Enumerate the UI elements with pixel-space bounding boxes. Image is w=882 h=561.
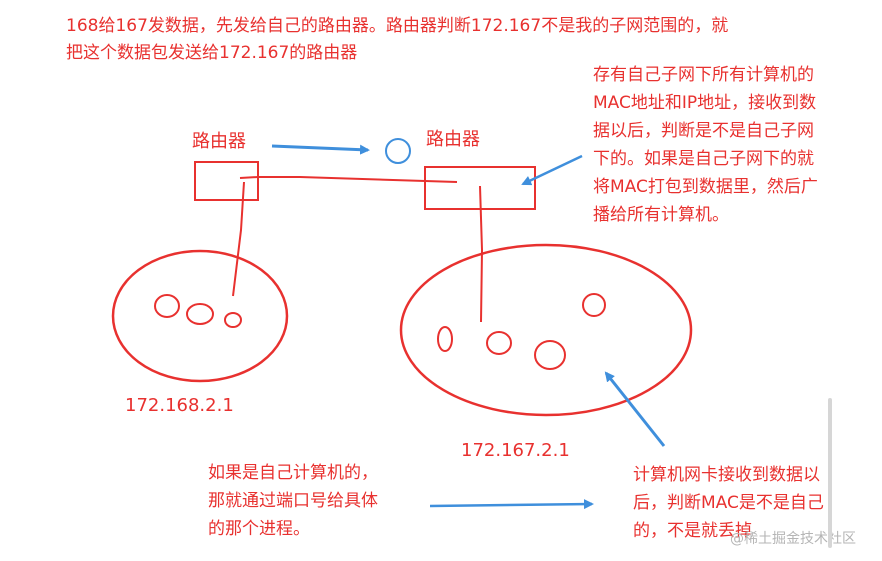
computer-node bbox=[186, 303, 214, 325]
arrow-to-router bbox=[271, 144, 370, 155]
data-packet-circle bbox=[385, 138, 411, 164]
nic-note-line: 后，判断MAC是不是自己 bbox=[633, 493, 824, 513]
arrow-port-to-nic bbox=[429, 499, 594, 510]
subnet-right-ellipse bbox=[399, 243, 693, 417]
watermark: @稀土掘金技术社区 bbox=[730, 531, 856, 547]
computer-node bbox=[486, 331, 512, 355]
scrollbar[interactable] bbox=[828, 398, 832, 548]
router-right-label: 路由器 bbox=[426, 129, 480, 150]
router-left-box bbox=[194, 161, 259, 201]
router-note-line: 存有自己子网下所有计算机的 bbox=[593, 65, 814, 85]
computer-node bbox=[534, 340, 566, 370]
port-note-line: 的那个进程。 bbox=[208, 519, 310, 539]
router-note-line: 播给所有计算机。 bbox=[593, 205, 729, 225]
computer-node bbox=[437, 326, 453, 352]
computer-node bbox=[224, 312, 242, 328]
subnet-right-ip: 172.167.2.1 bbox=[461, 440, 570, 461]
computer-node bbox=[582, 293, 606, 317]
header-text-line-1: 168给167发数据，先发给自己的路由器。路由器判断172.167不是我的子网范… bbox=[66, 16, 729, 36]
nic-note-line: 的，不是就丢掉 bbox=[633, 521, 752, 541]
router-note-line: 将MAC打包到数据里，然后广 bbox=[593, 177, 818, 197]
router-left-label: 路由器 bbox=[192, 131, 246, 152]
router-note-line: MAC地址和IP地址，接收到数 bbox=[593, 93, 817, 113]
header-text-line-2: 把这个数据包发送给172.167的路由器 bbox=[66, 43, 358, 63]
port-note-line: 那就通过端口号给具体 bbox=[208, 491, 378, 511]
nic-note-line: 计算机网卡接收到数据以 bbox=[633, 465, 820, 485]
subnet-left-ip: 172.168.2.1 bbox=[125, 395, 234, 416]
router-note-line: 据以后，判断是不是自己子网 bbox=[593, 121, 814, 141]
link-left-router-subnet bbox=[232, 181, 245, 297]
link-right-router-subnet bbox=[479, 185, 484, 323]
computer-node bbox=[154, 294, 180, 318]
router-link bbox=[239, 176, 458, 183]
subnet-left-ellipse bbox=[111, 249, 289, 383]
router-note-line: 下的。如果是自己子网下的就 bbox=[593, 149, 814, 169]
arrow-note-to-router bbox=[521, 154, 583, 186]
port-note-line: 如果是自己计算机的， bbox=[208, 463, 378, 483]
arrow-note-to-subnet bbox=[604, 371, 666, 447]
